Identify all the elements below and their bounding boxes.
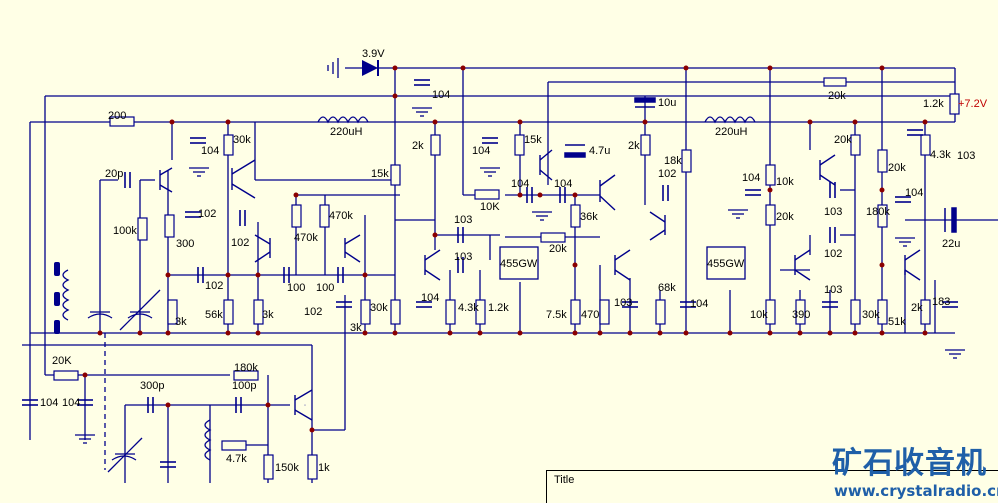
label-r300: 300 [176,238,195,250]
label-r10k-c: 10k [750,309,768,321]
label-c102-d: 102 [824,248,843,260]
label-r180k: 180k [866,206,890,218]
label-r7-5k: 7.5k [546,309,567,321]
label-r56k: 56k [205,309,223,321]
label-inductor-220uh-2: 220uH [715,126,748,138]
label-c103-c: 103 [824,206,843,218]
label-c104-d: 104 [554,178,573,190]
label-c100p: 100p [232,380,257,392]
label-r2k-c: 2k [911,302,923,314]
label-c100-a: 100 [287,282,306,294]
watermark-url: www.crystalradio.cn [834,482,998,500]
label-c104-c: 104 [511,178,530,190]
label-r36k: 36k [580,211,598,223]
label-c103-d: 103 [824,284,843,296]
label-c20p: 20p [105,168,124,180]
label-r20k-b: 20k [776,211,794,223]
label-r20k-left: 20K [52,355,72,367]
label-r180k-b: 180k [234,362,258,374]
label-ic1-455gw: 455GW [500,258,538,270]
title-label: Title [554,474,575,486]
label-c102-f: 102 [304,306,323,318]
label-c100-b: 100 [316,282,335,294]
label-r68k: 68k [658,282,676,294]
label-r470k-a: 470k [294,232,318,244]
label-c103-right: 103 [957,150,976,162]
label-r18k: 18k [664,155,682,167]
label-r1-2k-b: 1.2k [488,302,509,314]
label-r470: 470 [581,309,600,321]
title-block [546,470,998,503]
label-r100k: 100k [113,225,137,237]
label-r20k-top: 20k [828,90,846,102]
label-r390: 390 [792,309,811,321]
label-c22u: 22u [942,238,961,250]
label-ic2-455gw: 455GW [707,258,745,270]
label-r15k-b: 15k [524,134,542,146]
label-c103-a: 103 [454,214,473,226]
label-c104-left1: 104 [40,397,59,409]
label-r51k: 51k [888,316,906,328]
label-r4-3k-top: 4.3k [930,149,951,161]
label-r1-2k-top: 1.2k [923,98,944,110]
label-c300p: 300p [140,380,165,392]
label-c104-e: 104 [742,172,761,184]
label-c10u: 10u [658,97,677,109]
label-r10k-b: 10k [776,176,794,188]
label-c104-g: 104 [421,292,440,304]
label-r3k-b: 3k [262,309,274,321]
label-c104-left2: 104 [62,397,81,409]
label-c103-e: 103 [614,297,633,309]
label-c104-top: 104 [432,89,451,101]
label-r2k-b: 2k [628,140,640,152]
label-r200: 200 [108,110,127,122]
label-r4-7k: 4.7k [226,453,247,465]
label-c4-7u: 4.7u [589,145,611,157]
label-3-9v: 3.9V [362,48,385,60]
label-r30k-c: 30k [862,309,880,321]
label-r20k-d: 20k [834,134,852,146]
label-c104-b: 104 [472,145,491,157]
label-r2k-a: 2k [412,140,424,152]
label-r470k-b: 470k [329,210,353,222]
label-r1k: 1k [318,462,330,474]
label-r30k-b: 30k [370,302,388,314]
label-c104-a: 104 [201,145,220,157]
label-r10k-a: 10K [480,201,500,213]
label-c102-c: 102 [658,168,677,180]
label-r4-3k-b: 4.3k [458,302,479,314]
label-supply-voltage: +7.2V [958,98,988,110]
label-r15k-a: 15k [371,168,389,180]
label-r150k: 150k [275,462,299,474]
label-c102-a: 102 [198,208,217,220]
label-r3k-c: 3k [350,322,362,334]
label-c102-e: 102 [205,280,224,292]
label-c104-f: 104 [905,187,924,199]
label-r3k-a: 3k [175,316,187,328]
label-r20k-e: 20k [888,162,906,174]
label-c104-h: 104 [690,298,709,310]
label-c102-b: 102 [231,237,250,249]
label-r30k-a: 30k [233,134,251,146]
watermark-brand: 矿石收音机 [832,446,987,481]
label-r20k-c: 20k [549,243,567,255]
label-c183: 183 [932,296,951,308]
label-c103-b: 103 [454,251,473,263]
label-inductor-220uh-1: 220uH [330,126,363,138]
